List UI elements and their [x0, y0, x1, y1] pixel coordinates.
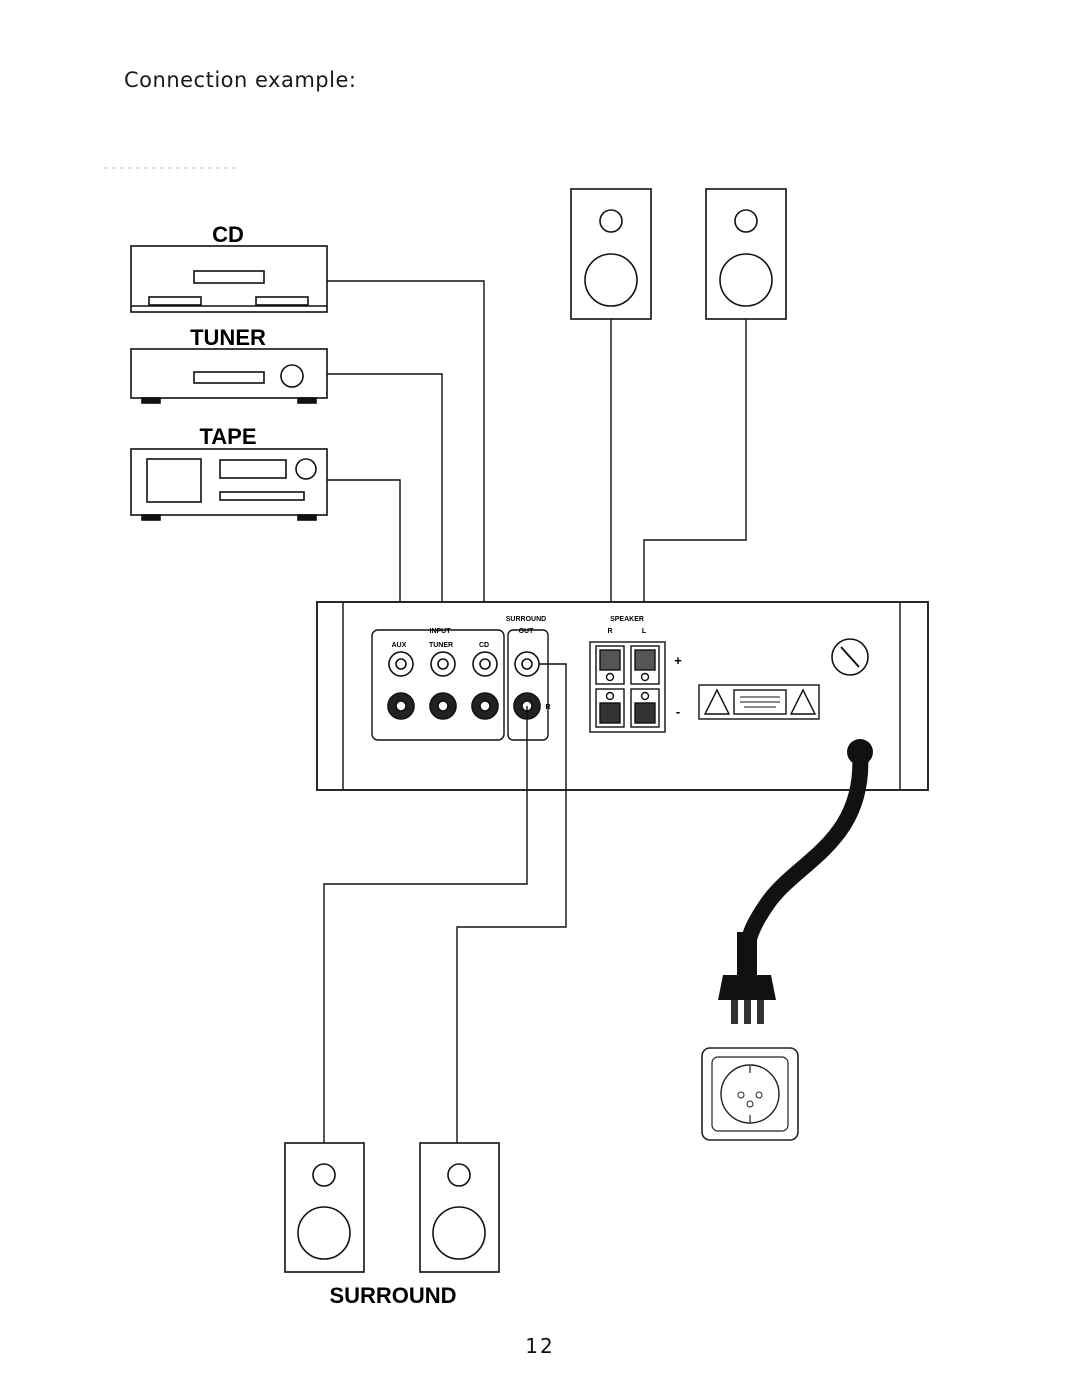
- tape-label: TAPE: [199, 424, 256, 449]
- input-label: INPUT: [430, 628, 452, 635]
- surround-r-label: R: [545, 704, 550, 711]
- page-number: 12: [525, 1334, 555, 1358]
- front-speaker-left: [705, 188, 787, 320]
- caution-label: [698, 684, 820, 720]
- tuner-jack-label: TUNER: [429, 642, 453, 649]
- page-heading: Connection example:: [124, 68, 357, 92]
- tape-device: [130, 448, 328, 521]
- minus-label: -: [676, 704, 680, 719]
- speaker-l-label: L: [642, 628, 647, 635]
- surround-out-group: [507, 629, 549, 741]
- front-speaker-right: [570, 188, 652, 320]
- cd-label: CD: [212, 222, 244, 247]
- source-cables: [327, 280, 747, 613]
- speaker-terminals: [589, 641, 666, 733]
- tuner-device: [130, 348, 328, 404]
- power-cord: [718, 739, 873, 1024]
- cd-device: [130, 245, 328, 313]
- surround-panel-label: SURROUND: [506, 616, 546, 623]
- aux-label: AUX: [392, 642, 407, 649]
- amplifier-rear-panel: INPUT AUX TUNER CD SURROUND OUT SPEAKER …: [316, 601, 929, 791]
- fuse-holder: [831, 638, 869, 676]
- cd-jack-label: CD: [479, 642, 489, 649]
- input-jacks-group: [371, 629, 505, 741]
- surround-speaker-right: [419, 1142, 500, 1273]
- wall-socket: [701, 1047, 799, 1141]
- surround-cables: [323, 663, 567, 1143]
- speaker-label: SPEAKER: [610, 616, 644, 623]
- tuner-label: TUNER: [190, 325, 266, 350]
- speaker-r-label: R: [607, 628, 612, 635]
- plus-label: +: [674, 653, 682, 668]
- out-label: OUT: [519, 628, 535, 635]
- surround-label: SURROUND: [329, 1283, 456, 1308]
- surround-speaker-left: [284, 1142, 365, 1273]
